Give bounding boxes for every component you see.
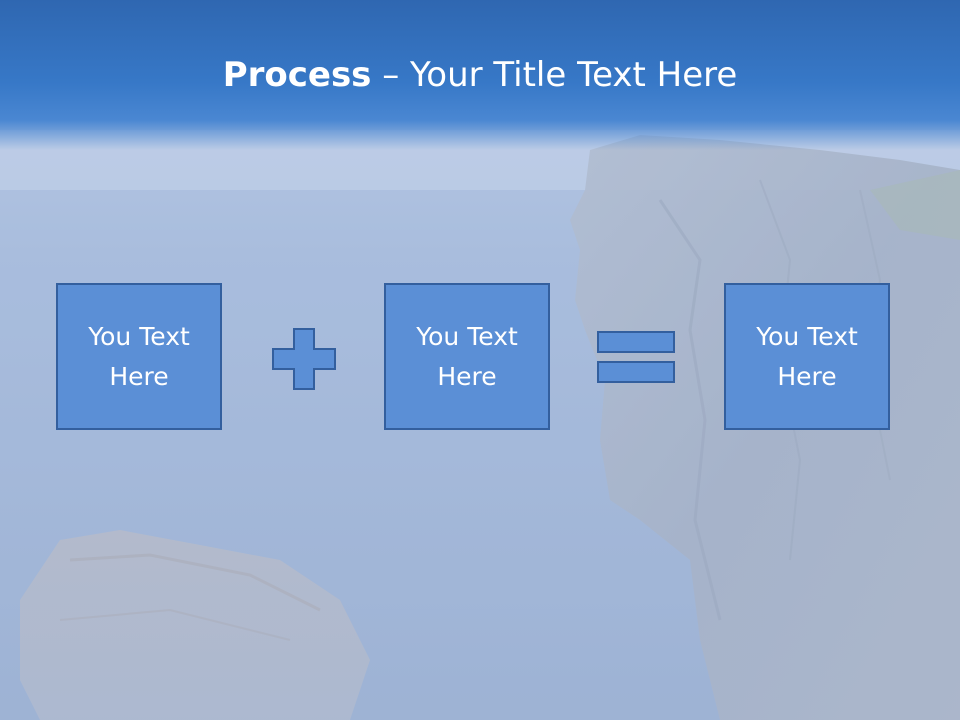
plus-icon <box>272 328 336 390</box>
process-box-3-label: You Text Here <box>756 321 858 391</box>
process-box-3[interactable]: You Text Here <box>724 283 890 430</box>
slide-title: Process – Your Title Text Here <box>0 52 960 98</box>
slide-title-bold: Process <box>222 55 372 95</box>
header-band <box>0 0 960 150</box>
process-box-1[interactable]: You Text Here <box>56 283 222 430</box>
process-box-2[interactable]: You Text Here <box>384 283 550 430</box>
process-box-1-label: You Text Here <box>88 321 190 391</box>
slide-title-rest: – Your Title Text Here <box>371 55 738 95</box>
process-box-2-label: You Text Here <box>416 321 518 391</box>
equals-icon <box>597 331 675 383</box>
